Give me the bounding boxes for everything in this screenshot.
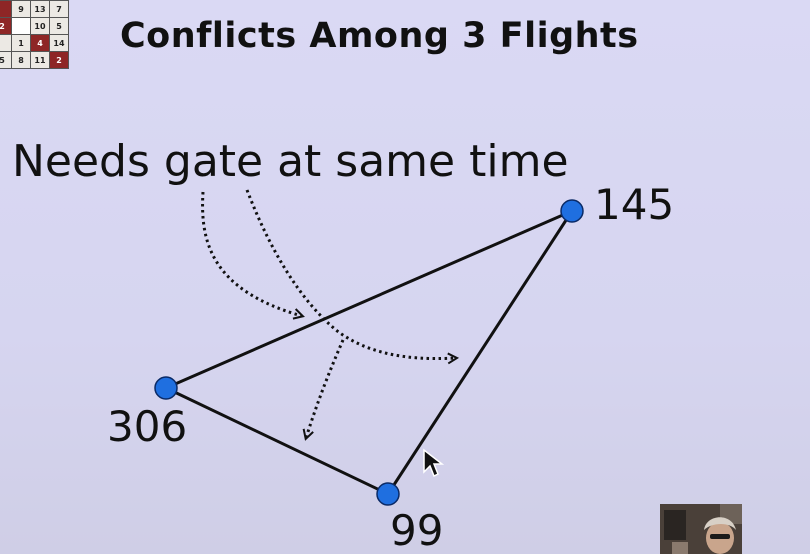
annotation-text: Needs gate at same time: [12, 136, 569, 187]
puzzle-grid-cell: 11: [30, 51, 50, 69]
node-label-306: 306: [107, 402, 188, 451]
node-99: [376, 482, 400, 506]
mouse-cursor-icon: [423, 448, 445, 478]
node-306: [154, 376, 178, 400]
dotted-arrow-to-edge-306-99: [306, 339, 345, 438]
puzzle-grid-cell: 14: [49, 34, 69, 52]
puzzle-grid-cell: 10: [30, 17, 50, 35]
puzzle-grid-cell: 1: [11, 34, 31, 52]
node-label-145: 145: [594, 180, 675, 229]
node-145: [560, 199, 584, 223]
edge-145-99: [386, 210, 574, 495]
edge-306-145: [165, 209, 573, 390]
slide-title: Conflicts Among 3 Flights: [120, 16, 639, 56]
edge-306-99: [165, 386, 389, 496]
puzzle-grid-cell: [11, 17, 31, 35]
puzzle-grid-cell: 2: [49, 51, 69, 69]
puzzle-grid-cell: 7: [49, 0, 69, 18]
dotted-arrow-to-edge-145-99: [245, 189, 456, 359]
presenter-webcam: [660, 504, 742, 554]
puzzle-grid-cell: 5: [0, 51, 12, 69]
node-label-99: 99: [390, 506, 444, 554]
dotted-arrow-to-edge-306-145: [201, 191, 302, 316]
puzzle-grid-cell: 8: [11, 51, 31, 69]
